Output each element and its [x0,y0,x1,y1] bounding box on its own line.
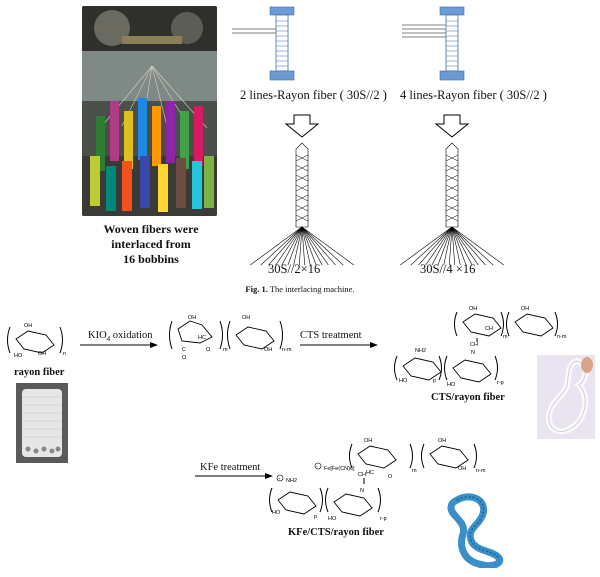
svg-text:N: N [471,350,475,356]
svg-text:n: n [63,351,66,357]
spool-right [402,6,465,81]
svg-text:p: p [314,514,317,520]
kfe-rayon-top: OH HC O m OH OH n-m [349,438,486,480]
figure-caption: Fig. 1. The interlacing machine. [0,284,600,294]
svg-text:OH: OH [242,315,250,321]
svg-text:Fe[Fe(CN)6]: Fe[Fe(CN)6] [324,466,355,472]
svg-text:n-m: n-m [476,468,486,474]
svg-text:m: m [503,334,508,340]
step2-label: CTS treatment [300,330,362,341]
svg-text:HO: HO [447,382,456,388]
braid-right [391,142,513,265]
oxidized-rayon-structure: OH HC O C O m OH OH n-m [169,315,292,361]
kfe-fiber-photo [437,488,517,568]
svg-text:NH2: NH2 [415,348,426,354]
caption-prefix: Fig. 1. [245,284,268,294]
woven-fibers-caption: Woven fibers were interlaced from 16 bob… [100,222,202,267]
svg-text:OH: OH [438,438,446,444]
svg-text:N: N [360,488,364,494]
svg-text:O: O [206,347,211,353]
cts-fiber-photo [537,355,595,439]
woven-line-1: Woven fibers were [103,222,199,236]
label-rayon-fiber: rayon fiber [14,367,65,378]
svg-text:O: O [182,355,187,361]
arrow-step3 [194,472,274,480]
svg-text:C: C [182,347,186,353]
step1-label: KIO4 oxidation [88,330,153,344]
svg-text:OH: OH [188,315,196,321]
svg-text:O: O [388,474,393,480]
svg-text:HC: HC [198,335,206,341]
svg-text:n-m: n-m [282,347,292,353]
svg-text:HO: HO [272,510,281,516]
down-arrow-right [435,114,469,138]
left-formula: 30S//2×16 [268,262,321,276]
step3-label: KFe treatment [200,462,261,473]
svg-text:OH: OH [264,347,272,353]
svg-text:OH: OH [469,306,477,312]
rayon-fiber-photo [16,383,68,463]
svg-text:CH: CH [358,472,366,478]
svg-text:m: m [412,468,417,474]
interlacing-machine-photo [82,6,217,216]
down-arrow-left [285,114,319,138]
svg-text:+: + [278,476,281,481]
arrow-step2 [299,341,379,349]
svg-text:CH: CH [470,342,478,348]
svg-text:HO: HO [399,378,408,384]
right-formula: 30S//4 ×16 [420,262,476,276]
svg-text:OH: OH [521,306,529,312]
svg-text:−: − [316,464,319,469]
spool-left-label: 2 lines-Rayon fiber ( 30S//2 ) [240,88,387,102]
spool-diagram [232,6,513,265]
label-kfe-cts-rayon-fiber: KFe/CTS/rayon fiber [288,527,384,538]
label-cts-rayon-fiber: CTS/rayon fiber [431,392,505,403]
svg-text:r-p: r-p [380,516,387,522]
caption-text: The interlacing machine. [269,284,355,294]
svg-text:r-p: r-p [497,380,504,386]
svg-text:OH: OH [458,466,466,472]
rayon-structure: OH HO OH n [7,323,66,359]
svg-text:HO: HO [14,353,23,359]
svg-text:CH: CH [485,326,493,332]
woven-line-2: interlaced from [111,237,191,251]
svg-text:p: p [433,378,436,384]
svg-text:n-m: n-m [557,334,567,340]
svg-text:OH: OH [38,351,46,357]
svg-text:HC: HC [366,470,374,476]
reaction-scheme: OH HO OH n OH HC O C O m OH OH n-m [7,306,567,522]
svg-text:NH2: NH2 [286,478,297,484]
kfe-rayon-bottom: − Fe[Fe(CN)6] + NH2 HO p CH N HO r-p [269,462,387,522]
svg-text:OH: OH [364,438,372,444]
cts-rayon-bottom: NH2 HO p CH N HO r-p [394,338,504,388]
svg-text:HO: HO [328,516,337,522]
woven-line-3: 16 bobbins [123,252,179,266]
spool-right-label: 4 lines-Rayon fiber ( 30S//2 ) [400,88,547,102]
svg-text:m: m [223,347,228,353]
braid-left [241,142,363,265]
cts-rayon-top: OH CH m OH n-m [454,306,567,340]
rayon-oh-1: OH [24,323,32,329]
spool-left [232,6,295,81]
